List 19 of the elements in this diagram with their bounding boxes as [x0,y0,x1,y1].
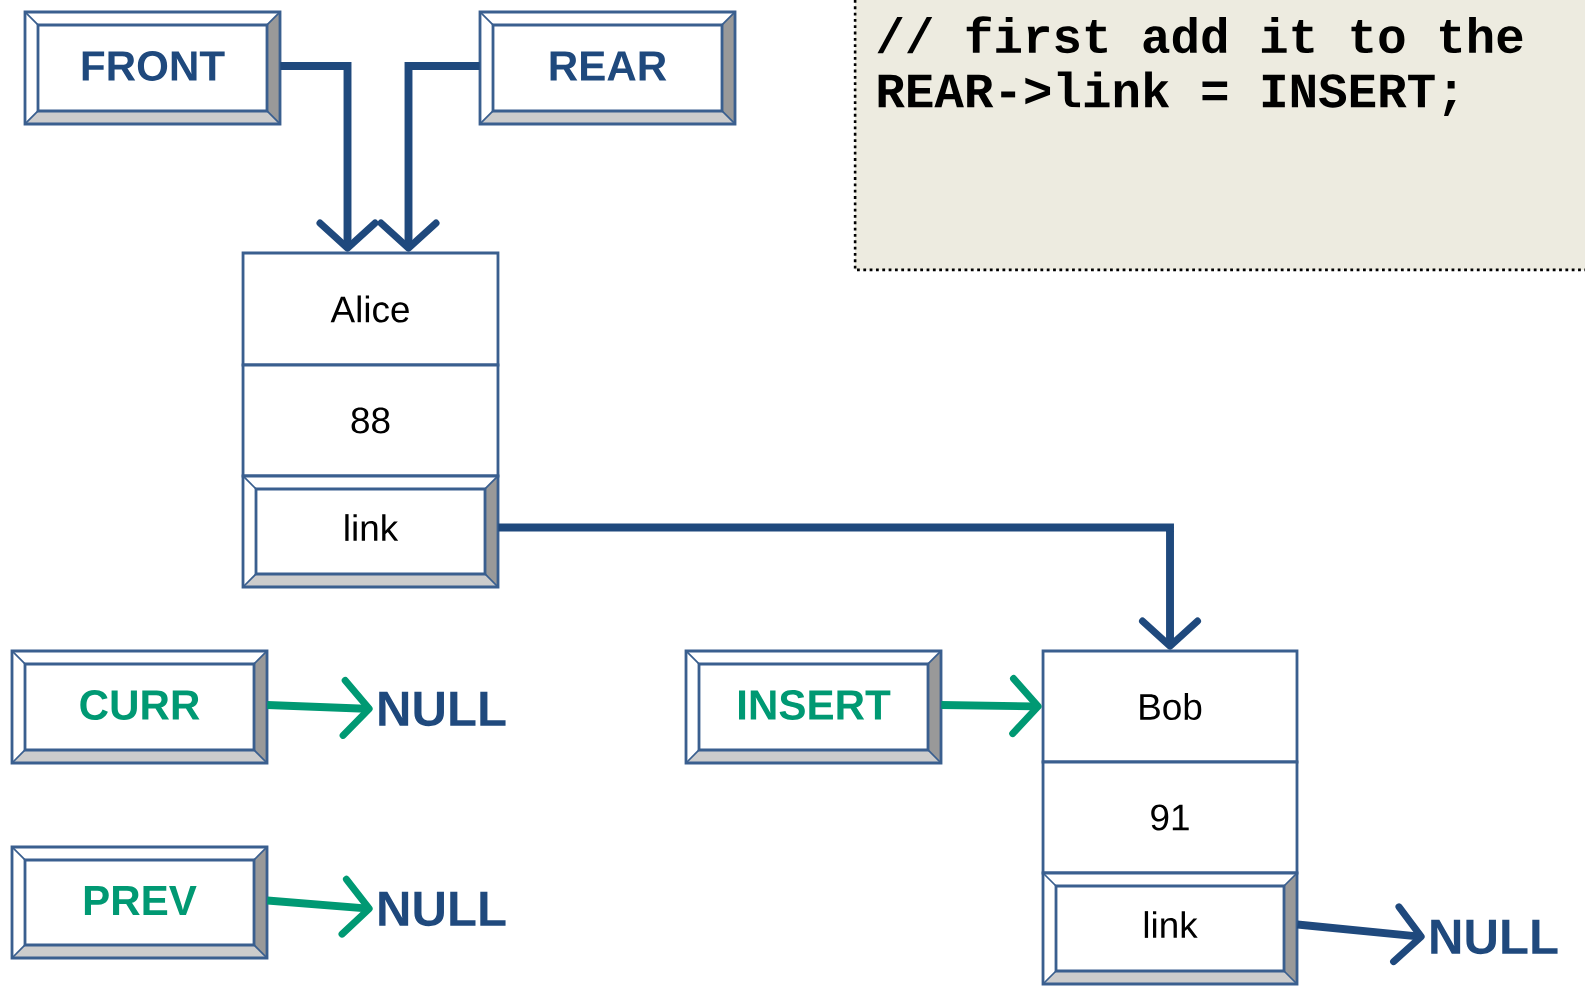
pointer-box: CURR [10,649,269,765]
pointer-box: FRONT [23,10,282,126]
link-cell: link [1041,871,1299,986]
field-cell: Alice [241,251,500,367]
arrow [498,523,1202,650]
arrow [280,62,379,252]
field-cell: Bob [1041,649,1299,764]
arrow [1296,903,1425,966]
pointer-box: PREV [10,845,269,960]
null-label: NULL [379,691,506,727]
field-cell: 88 [241,363,500,478]
code-box: // first add it to the REAR->link = INSERT; [853,0,1585,272]
null-label: NULL [1431,919,1558,955]
pointer-box: REAR [478,10,737,126]
link-cell: link [241,474,500,589]
pointer-box: INSERT [684,649,943,765]
field-cell: 91 [1041,760,1299,875]
null-label: NULL [379,891,506,927]
arrow [377,62,480,252]
